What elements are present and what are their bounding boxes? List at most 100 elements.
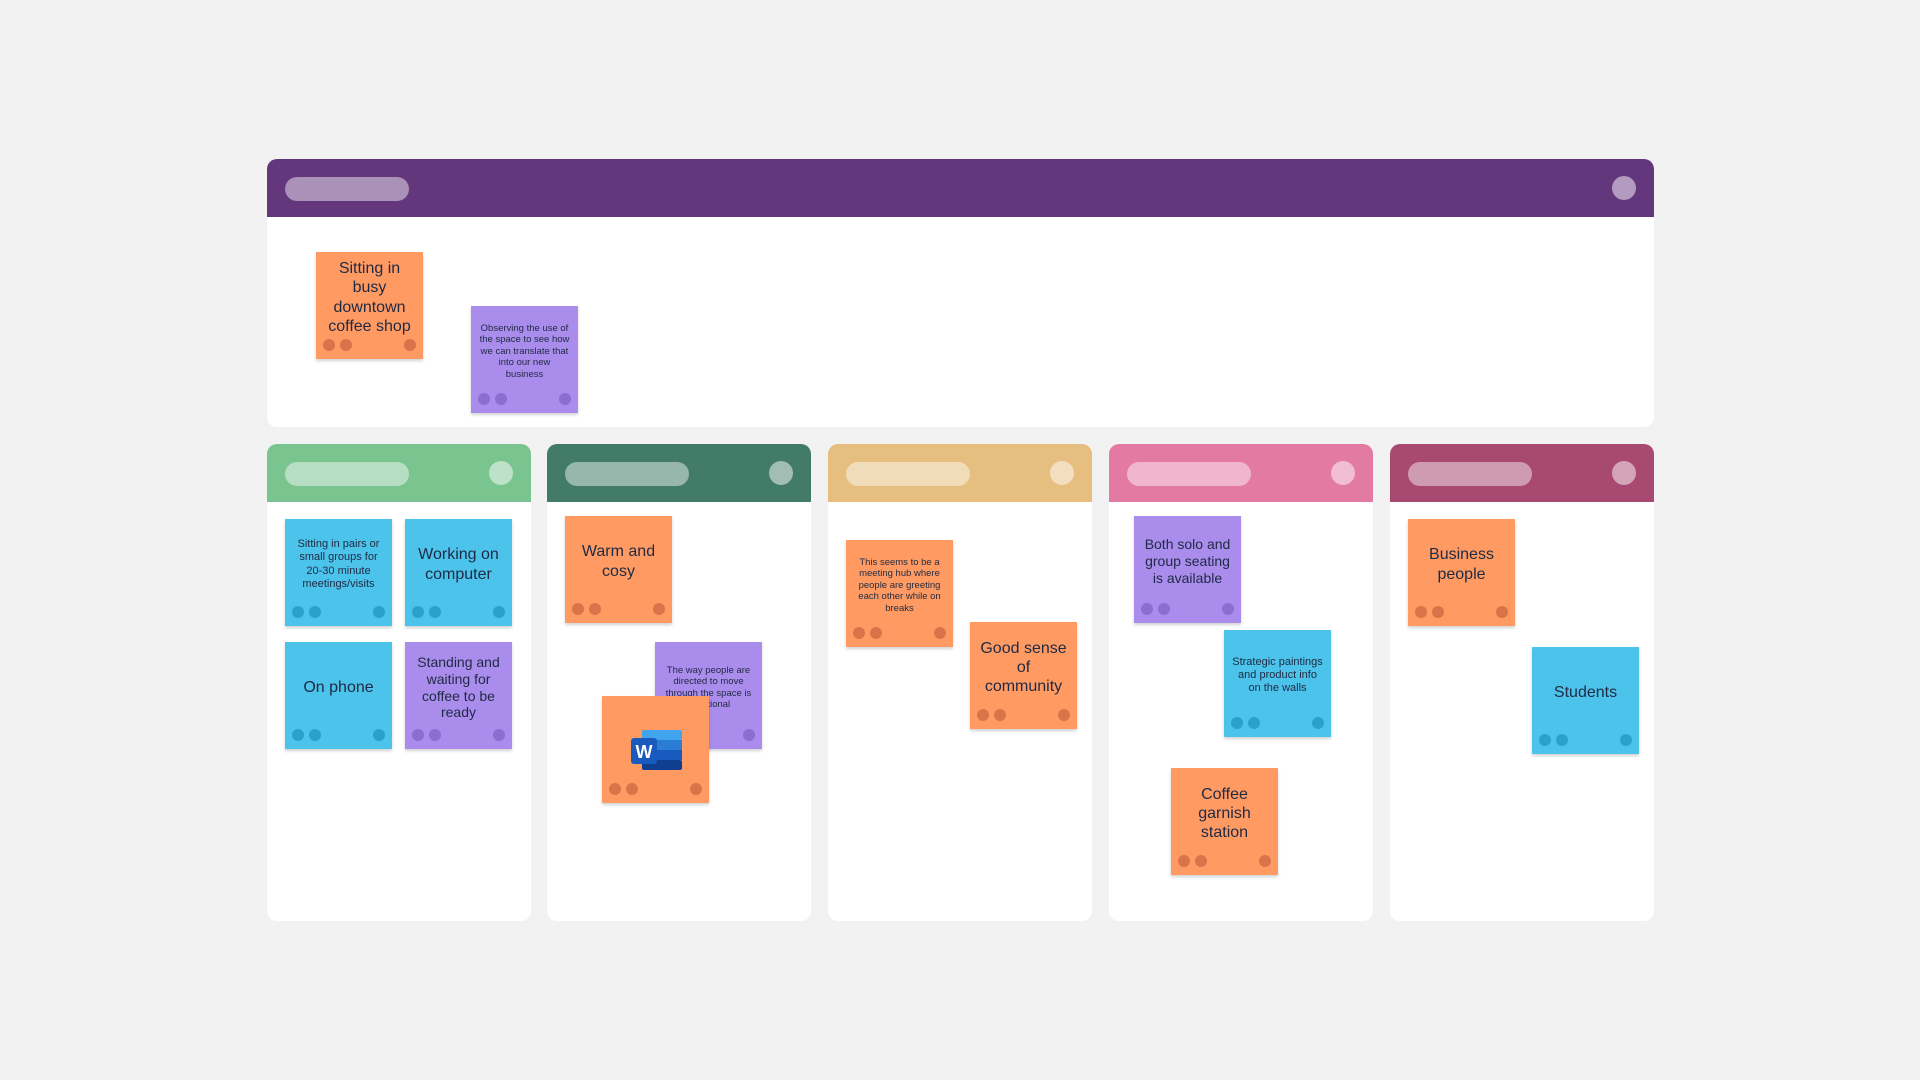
sticky-note-text: Coffee garnish station: [1198, 785, 1251, 842]
sticky-note-text: This seems to be a meeting hub where peo…: [858, 557, 941, 614]
sticky-note-with-file[interactable]: W: [602, 696, 709, 803]
note-dot: [412, 606, 424, 618]
sticky-note-text: Good sense of community: [980, 639, 1067, 696]
column-title-placeholder[interactable]: [846, 462, 970, 486]
sticky-note-text: Warm and cosy: [581, 543, 656, 580]
note-dot: [1248, 717, 1260, 729]
column-title-placeholder[interactable]: [565, 462, 689, 486]
sticky-note-text: Both solo and group seating is available: [1144, 536, 1231, 586]
note-dot: [1178, 855, 1190, 867]
note-dot: [1620, 734, 1632, 746]
top-frame-header[interactable]: [267, 159, 1654, 217]
column-frame-5[interactable]: Business people Students: [1390, 444, 1654, 921]
note-dot: [1556, 734, 1568, 746]
frame-title-placeholder[interactable]: [285, 177, 409, 201]
frame-menu-button[interactable]: [1612, 176, 1636, 200]
column-frame-3[interactable]: This seems to be a meeting hub where peo…: [828, 444, 1092, 921]
column-title-placeholder[interactable]: [1408, 462, 1532, 486]
note-dot: [412, 729, 424, 741]
word-document-icon[interactable]: W: [630, 728, 684, 772]
sticky-note[interactable]: Standing and waiting for coffee to be re…: [405, 642, 512, 749]
sticky-note[interactable]: Good sense of community: [970, 622, 1077, 729]
note-dot: [1231, 717, 1243, 729]
column-4-header[interactable]: [1109, 444, 1373, 502]
column-frame-1[interactable]: Sitting in pairs or small groups for 20-…: [267, 444, 531, 921]
sticky-note[interactable]: On phone: [285, 642, 392, 749]
column-menu-button[interactable]: [769, 461, 793, 485]
note-dot: [292, 729, 304, 741]
sticky-note[interactable]: Business people: [1408, 519, 1515, 626]
sticky-note-text: Observing the use of the space to see ho…: [479, 323, 570, 380]
sticky-note-text: Strategic paintings and product info on …: [1232, 655, 1323, 695]
note-dot: [1312, 717, 1324, 729]
note-dot: [292, 606, 304, 618]
note-dot: [1259, 855, 1271, 867]
note-dot: [493, 606, 505, 618]
note-dot: [493, 729, 505, 741]
note-dot: [1432, 606, 1444, 618]
column-5-header[interactable]: [1390, 444, 1654, 502]
note-dot: [429, 606, 441, 618]
note-dot: [1158, 603, 1170, 615]
note-dot: [404, 339, 416, 351]
note-dot: [609, 783, 621, 795]
column-frame-4[interactable]: Both solo and group seating is available…: [1109, 444, 1373, 921]
note-dot: [870, 627, 882, 639]
note-dot: [572, 603, 584, 615]
column-title-placeholder[interactable]: [285, 462, 409, 486]
note-dot: [495, 393, 507, 405]
top-frame[interactable]: Sitting in busy downtown coffee shop Obs…: [267, 159, 1654, 427]
note-dot: [653, 603, 665, 615]
sticky-note[interactable]: Sitting in busy downtown coffee shop: [316, 252, 423, 359]
note-dot: [373, 606, 385, 618]
note-dot: [323, 339, 335, 351]
sticky-note[interactable]: Working on computer: [405, 519, 512, 626]
sticky-note-text: Business people: [1429, 546, 1494, 583]
note-dot: [1141, 603, 1153, 615]
note-dot: [559, 393, 571, 405]
note-dot: [977, 709, 989, 721]
note-dot: [340, 339, 352, 351]
note-dot: [1539, 734, 1551, 746]
sticky-note[interactable]: Strategic paintings and product info on …: [1224, 630, 1331, 737]
column-menu-button[interactable]: [489, 461, 513, 485]
column-3-header[interactable]: [828, 444, 1092, 502]
sticky-note[interactable]: Coffee garnish station: [1171, 768, 1278, 875]
note-dot: [309, 606, 321, 618]
column-menu-button[interactable]: [1331, 461, 1355, 485]
note-dot: [429, 729, 441, 741]
note-dot: [478, 393, 490, 405]
sticky-note[interactable]: Observing the use of the space to see ho…: [471, 306, 578, 413]
note-dot: [1195, 855, 1207, 867]
sticky-note[interactable]: This seems to be a meeting hub where peo…: [846, 540, 953, 647]
column-2-header[interactable]: [547, 444, 811, 502]
sticky-note-text: Sitting in busy downtown coffee shop: [328, 260, 411, 335]
sticky-note-text: Sitting in pairs or small groups for 20-…: [297, 538, 380, 590]
note-dot: [690, 783, 702, 795]
column-1-header[interactable]: [267, 444, 531, 502]
sticky-note[interactable]: Both solo and group seating is available: [1134, 516, 1241, 623]
column-title-placeholder[interactable]: [1127, 462, 1251, 486]
note-dot: [626, 783, 638, 795]
note-dot: [373, 729, 385, 741]
note-dot: [1222, 603, 1234, 615]
note-dot: [743, 729, 755, 741]
note-dot: [589, 603, 601, 615]
column-frame-2[interactable]: Warm and cosy The way people are directe…: [547, 444, 811, 921]
sticky-note[interactable]: Sitting in pairs or small groups for 20-…: [285, 519, 392, 626]
sticky-note-text: On phone: [303, 678, 374, 696]
column-menu-button[interactable]: [1050, 461, 1074, 485]
svg-text:W: W: [636, 742, 653, 762]
sticky-note[interactable]: Warm and cosy: [565, 516, 672, 623]
note-dot: [934, 627, 946, 639]
sticky-note-text: Working on computer: [418, 546, 499, 583]
note-dot: [1058, 709, 1070, 721]
sticky-note[interactable]: Students: [1532, 647, 1639, 754]
note-dot: [309, 729, 321, 741]
column-menu-button[interactable]: [1612, 461, 1636, 485]
note-dot: [1496, 606, 1508, 618]
note-dot: [994, 709, 1006, 721]
note-dot: [1415, 606, 1427, 618]
sticky-note-text: Standing and waiting for coffee to be re…: [417, 653, 500, 721]
sticky-note-text: Students: [1553, 683, 1618, 701]
